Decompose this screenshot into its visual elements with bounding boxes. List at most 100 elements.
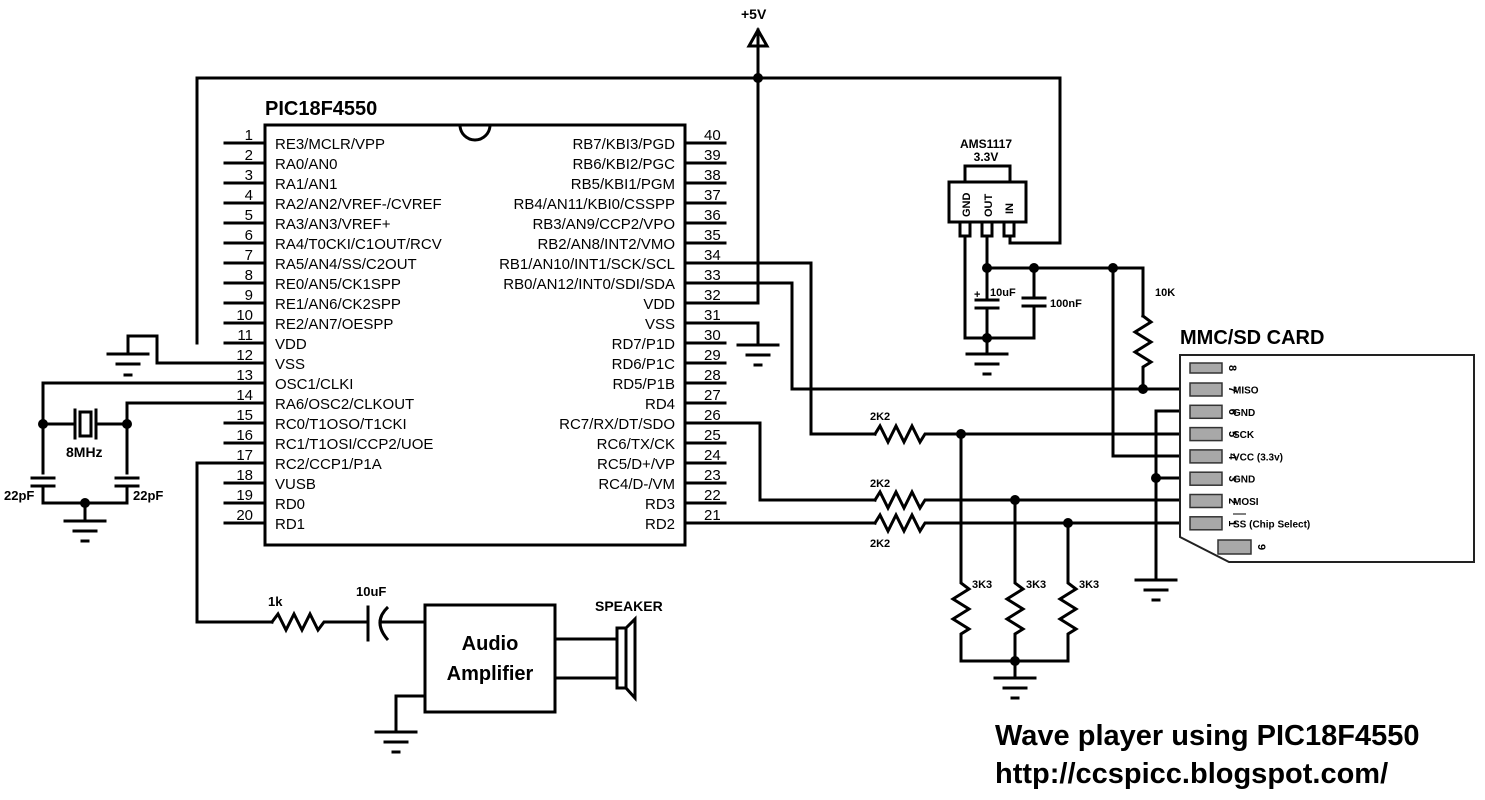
sd-pin-8: 8 xyxy=(1189,362,1238,374)
crystal-icon xyxy=(73,408,98,440)
sd-pin-number: 9 xyxy=(1255,544,1267,550)
resistor-label-3k3-2: 3K3 xyxy=(1026,579,1046,591)
pin-number: 40 xyxy=(704,127,721,144)
pin-number: 31 xyxy=(704,307,721,324)
pin-number: 14 xyxy=(236,387,253,404)
pin-label: RD2 xyxy=(645,516,675,533)
pin-label: RB7/KBI3/PGD xyxy=(572,136,675,153)
pin-label: RD6/P1C xyxy=(612,356,676,373)
ground-icon xyxy=(374,730,418,754)
blog-url: http://ccspicc.blogspot.com/ xyxy=(995,758,1388,790)
capacitor-icon: + xyxy=(974,289,1047,310)
ground-icon xyxy=(965,352,1009,376)
reg-pin-in: IN xyxy=(1004,203,1016,214)
sd-pin-pad xyxy=(1189,426,1223,442)
pin-label: RA4/T0CKI/C1OUT/RCV xyxy=(275,236,442,253)
sd-pin-pad xyxy=(1189,404,1223,420)
capacitor-icon xyxy=(30,476,140,488)
cap-label-100nf: 100nF xyxy=(1050,298,1082,310)
mcu-notch xyxy=(458,124,492,142)
pin-number: 38 xyxy=(704,167,721,184)
pin-number: 17 xyxy=(236,447,253,464)
pin-label: RC1/T1OSI/CCP2/UOE xyxy=(275,436,433,453)
wire-5v-rail xyxy=(195,76,1062,345)
sd-card-title: MMC/SD CARD xyxy=(1180,327,1324,349)
pin-label: VSS xyxy=(275,356,305,373)
pin-label: RD7/P1D xyxy=(612,336,676,353)
wire-sck xyxy=(723,261,877,436)
pin-number: 36 xyxy=(704,207,721,224)
pin-label: RD1 xyxy=(275,516,305,533)
capacitor-icon xyxy=(358,605,427,642)
sd-pin-number: 3 xyxy=(1226,476,1238,482)
pin-label: RA1/AN1 xyxy=(275,176,338,193)
sd-pin-label: SS (Chip Select) xyxy=(1233,519,1310,530)
pin-number: 29 xyxy=(704,347,721,364)
sd-pin-label: GND xyxy=(1233,475,1255,486)
pin-label: RA2/AN2/VREF-/CVREF xyxy=(275,196,442,213)
pin-number: 23 xyxy=(704,467,721,484)
cap-label-10uf-audio: 10uF xyxy=(356,584,386,599)
pin-number: 9 xyxy=(245,287,253,304)
audio-amplifier: Audio Amplifier xyxy=(423,603,557,714)
pin-label: RE1/AN6/CK2SPP xyxy=(275,296,401,313)
pin-number: 13 xyxy=(236,367,253,384)
sd-pin-pad xyxy=(1189,471,1223,486)
pin-number: 15 xyxy=(236,407,253,424)
pin-label: RB5/KBI1/PGM xyxy=(571,176,675,193)
sd-pin-number: 5 xyxy=(1226,431,1238,437)
resistor-icon xyxy=(872,422,1192,535)
pin-number: 12 xyxy=(236,347,253,364)
wire-miso xyxy=(723,281,1192,391)
pin-label: RC2/CCP1/P1A xyxy=(275,456,382,473)
sd-pin-pad xyxy=(1189,516,1223,531)
pin-label: VSS xyxy=(645,316,675,333)
resistor-icon xyxy=(950,432,1079,663)
pin-label: RC6/TX/CK xyxy=(597,436,675,453)
wire-pin17-audio xyxy=(195,461,274,624)
wire-osc2 xyxy=(125,401,227,475)
pin-number: 30 xyxy=(704,327,721,344)
ground-icon xyxy=(736,343,780,367)
amp-label-2: Amplifier xyxy=(447,663,534,685)
pin-label: RA6/OSC2/CLKOUT xyxy=(275,396,414,413)
sd-pin-pad xyxy=(1189,382,1223,397)
resistor-icon xyxy=(1132,313,1154,391)
pin-number: 37 xyxy=(704,187,721,204)
resistor-label-1k: 1k xyxy=(268,594,283,609)
pin-label: RC4/D-/VM xyxy=(598,476,675,493)
sd-pin-number: 6 xyxy=(1226,409,1238,415)
resistor-label-2k2-3: 2K2 xyxy=(870,538,890,550)
speaker-icon xyxy=(615,615,637,702)
sd-pin-number: 1 xyxy=(1226,520,1238,526)
pin-label: OSC1/CLKI xyxy=(275,376,353,393)
pin-label: RB1/AN10/INT1/SCK/SCL xyxy=(499,256,675,273)
pin-label: RD3 xyxy=(645,496,675,513)
pin-label: RB3/AN9/CCP2/VPO xyxy=(532,216,675,233)
ground-icon xyxy=(106,352,150,377)
pin-number: 5 xyxy=(245,207,253,224)
pin-label: VDD xyxy=(275,336,307,353)
pin-label: RA5/AN4/SS/C2OUT xyxy=(275,256,417,273)
ground-icon xyxy=(993,676,1037,700)
pin-number: 11 xyxy=(237,327,253,344)
pin-number: 8 xyxy=(245,267,253,284)
pin-label: VUSB xyxy=(275,476,316,493)
resistor-label-10k: 10K xyxy=(1155,287,1175,299)
pin-number: 19 xyxy=(236,487,253,504)
vcc-symbol: +5V xyxy=(741,6,770,287)
reg-pin-out: OUT xyxy=(983,194,995,218)
pin-label: RE2/AN7/OESPP xyxy=(275,316,393,333)
reg-pin-gnd: GND xyxy=(961,193,973,218)
pin-number: 7 xyxy=(245,247,253,264)
wire-sd-gnd xyxy=(1154,409,1192,582)
sd-pin-label: MISO xyxy=(1233,386,1259,397)
resistor-label-3k3-3: 3K3 xyxy=(1079,579,1099,591)
mcu-name: PIC18F4550 xyxy=(265,98,377,120)
pin-label: RC5/D+/VP xyxy=(597,456,675,473)
pin-label: RC7/RX/DT/SDO xyxy=(559,416,675,433)
mcu-body xyxy=(263,123,687,547)
